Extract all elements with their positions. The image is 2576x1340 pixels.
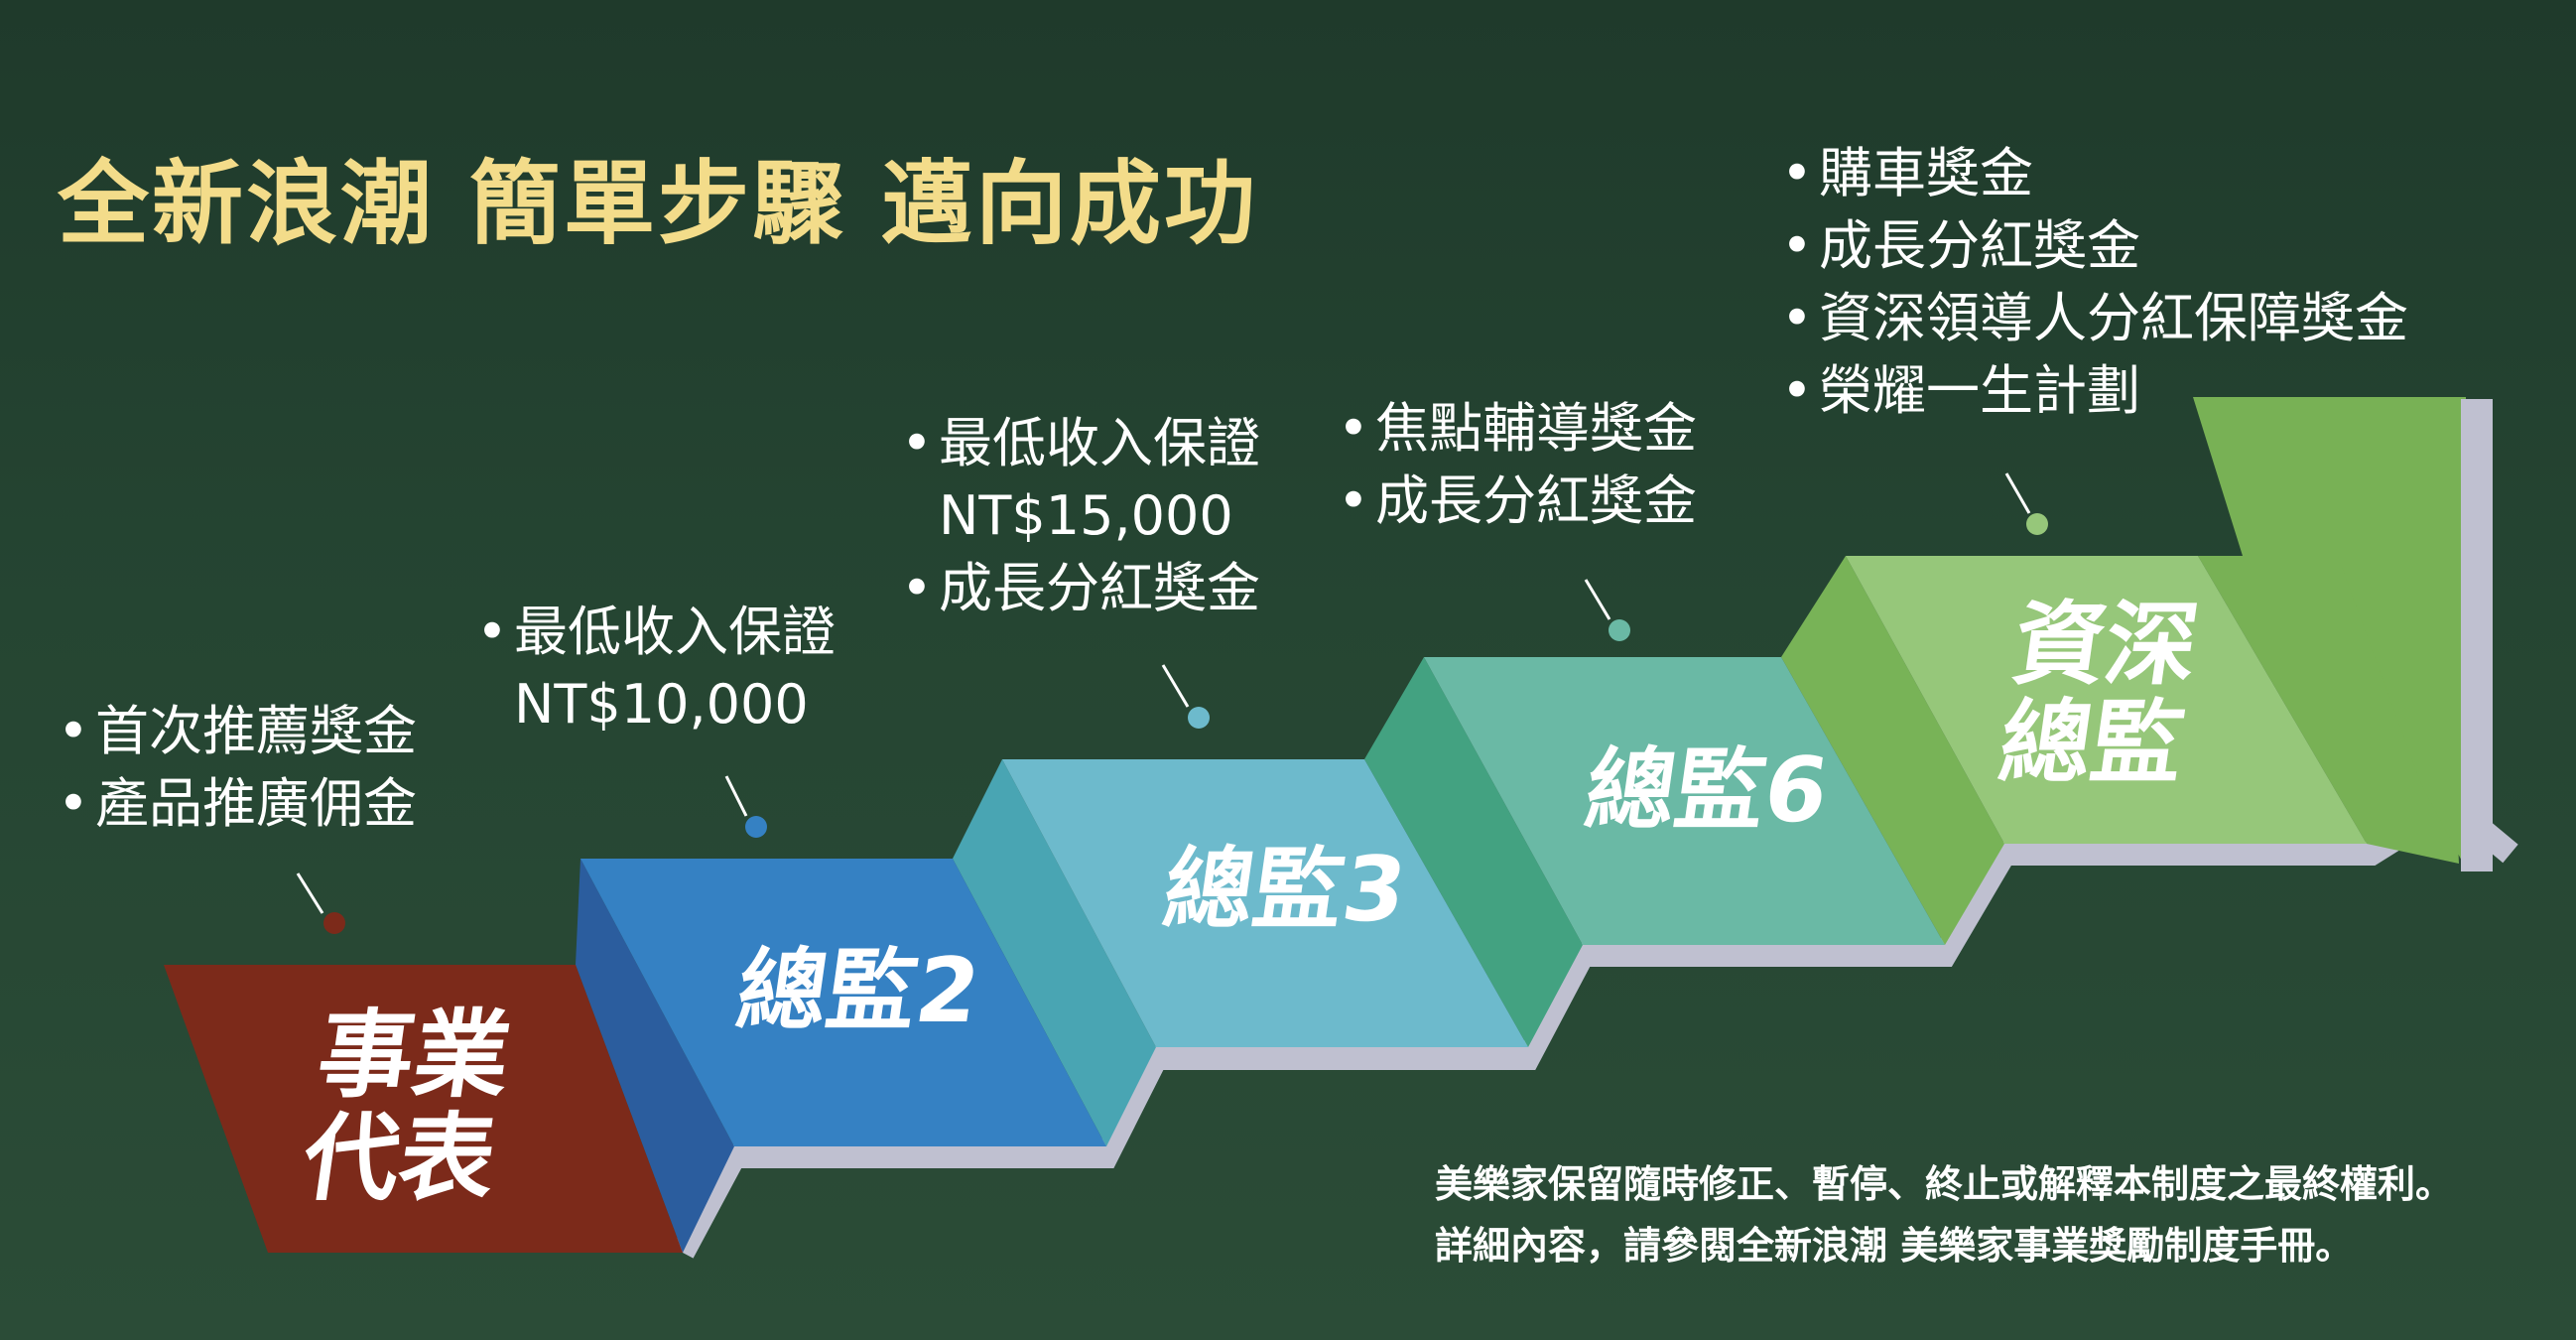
benefit-list: •購車獎金•成長分紅獎金•資深領導人分紅保障獎金•榮耀一生計劃	[1781, 137, 2408, 427]
step-face	[580, 859, 1106, 1146]
step-label: 事業代表	[243, 1000, 570, 1214]
step-face	[1002, 759, 1528, 1047]
callout-leader	[296, 872, 324, 914]
benefit-item: •購車獎金	[1781, 137, 2408, 209]
step-riser	[953, 759, 1156, 1146]
step-label: 資深總監	[1921, 592, 2276, 797]
benefit-item: •資深領導人分紅保障獎金	[1781, 282, 2408, 354]
headline: 全新浪潮 簡單步驟 邁向成功	[58, 151, 1259, 257]
benefit-item: •最低收入保證	[901, 407, 1260, 479]
callout-dot	[1188, 707, 1210, 729]
benefit-text: 首次推薦獎金	[95, 700, 417, 762]
step-label-line: 事業	[311, 1000, 518, 1111]
benefit-item: •最低收入保證	[476, 596, 836, 668]
callout-leader	[1161, 664, 1190, 708]
benefit-text: 焦點輔導獎金	[1375, 397, 1697, 460]
callout-dot	[1609, 619, 1630, 641]
benefit-item: NT$15,000	[901, 479, 1260, 552]
benefit-text: NT$15,000	[939, 484, 1233, 547]
step-face	[164, 965, 683, 1253]
benefit-text: 最低收入保證	[514, 601, 836, 663]
benefit-item: •成長分紅獎金	[901, 552, 1260, 624]
callout-dot	[2026, 513, 2048, 535]
footnote-line: 美樂家保留隨時修正、暫停、終止或解釋本制度之最終權利。	[1435, 1162, 2454, 1206]
benefit-list: •首次推薦獎金•產品推廣佣金	[58, 695, 417, 840]
step-label-line: 總監	[1993, 690, 2191, 797]
benefit-text: 成長分紅獎金	[939, 557, 1260, 619]
benefit-text: 產品推廣佣金	[95, 772, 417, 835]
bullet-icon: •	[1781, 142, 1813, 204]
bullet-icon: •	[901, 557, 933, 619]
step-label-line: 資深	[2006, 592, 2205, 698]
step-face	[1424, 657, 1945, 945]
bullet-icon: •	[1781, 359, 1813, 422]
bullet-icon: •	[58, 700, 89, 762]
callout-dot	[323, 912, 345, 934]
benefit-text: 成長分紅獎金	[1819, 214, 2140, 277]
footnote-line: 詳細內容，請參閱全新浪潮 美樂家事業獎勵制度手冊。	[1435, 1224, 2354, 1268]
step-riser	[1781, 556, 2004, 945]
step-riser	[1364, 657, 1583, 1047]
benefit-item: •產品推廣佣金	[58, 767, 417, 840]
bullet-icon: •	[1781, 287, 1813, 349]
callout-leader	[724, 775, 748, 817]
step-riser	[576, 859, 734, 1253]
benefit-text: 資深領導人分紅保障獎金	[1819, 287, 2408, 349]
step-label: 總監2	[688, 939, 1029, 1043]
benefit-item: •焦點輔導獎金	[1338, 392, 1697, 465]
bullet-icon: •	[1338, 469, 1369, 532]
benefit-text: 購車獎金	[1819, 142, 2033, 204]
benefit-item: NT$10,000	[476, 668, 836, 740]
step-face	[1846, 556, 2367, 844]
step-label-line: 總監2	[730, 939, 986, 1043]
benefit-text: 榮耀一生計劃	[1819, 359, 2140, 422]
arrow-head	[2193, 397, 2466, 869]
arrow-shadow	[2461, 399, 2493, 871]
callout-leader	[2004, 472, 2031, 514]
benefit-item: •成長分紅獎金	[1781, 209, 2408, 282]
bullet-icon: •	[476, 601, 508, 663]
bullet-icon: •	[901, 412, 933, 474]
benefit-text: 成長分紅獎金	[1375, 469, 1697, 532]
step-label-line: 總監3	[1157, 838, 1413, 942]
benefit-item: •首次推薦獎金	[58, 695, 417, 767]
step-label: 總監6	[1536, 738, 1877, 843]
benefit-item: •成長分紅獎金	[1338, 465, 1697, 537]
step-label: 總監3	[1114, 838, 1456, 942]
step-label-line: 代表	[296, 1102, 503, 1214]
benefit-list: •焦點輔導獎金•成長分紅獎金	[1338, 392, 1697, 537]
callout-leader	[1584, 579, 1611, 620]
bullet-icon: •	[58, 772, 89, 835]
footnote: 美樂家保留隨時修正、暫停、終止或解釋本制度之最終權利。 詳細內容，請參閱全新浪潮…	[1435, 1153, 2453, 1276]
benefit-text: 最低收入保證	[939, 412, 1260, 474]
benefit-text: NT$10,000	[514, 673, 809, 736]
bullet-icon: •	[1781, 214, 1813, 277]
benefit-item: •榮耀一生計劃	[1781, 354, 2408, 427]
bullet-icon: •	[1338, 397, 1369, 460]
callout-dot	[745, 816, 767, 838]
step-label-line: 總監6	[1579, 738, 1835, 843]
